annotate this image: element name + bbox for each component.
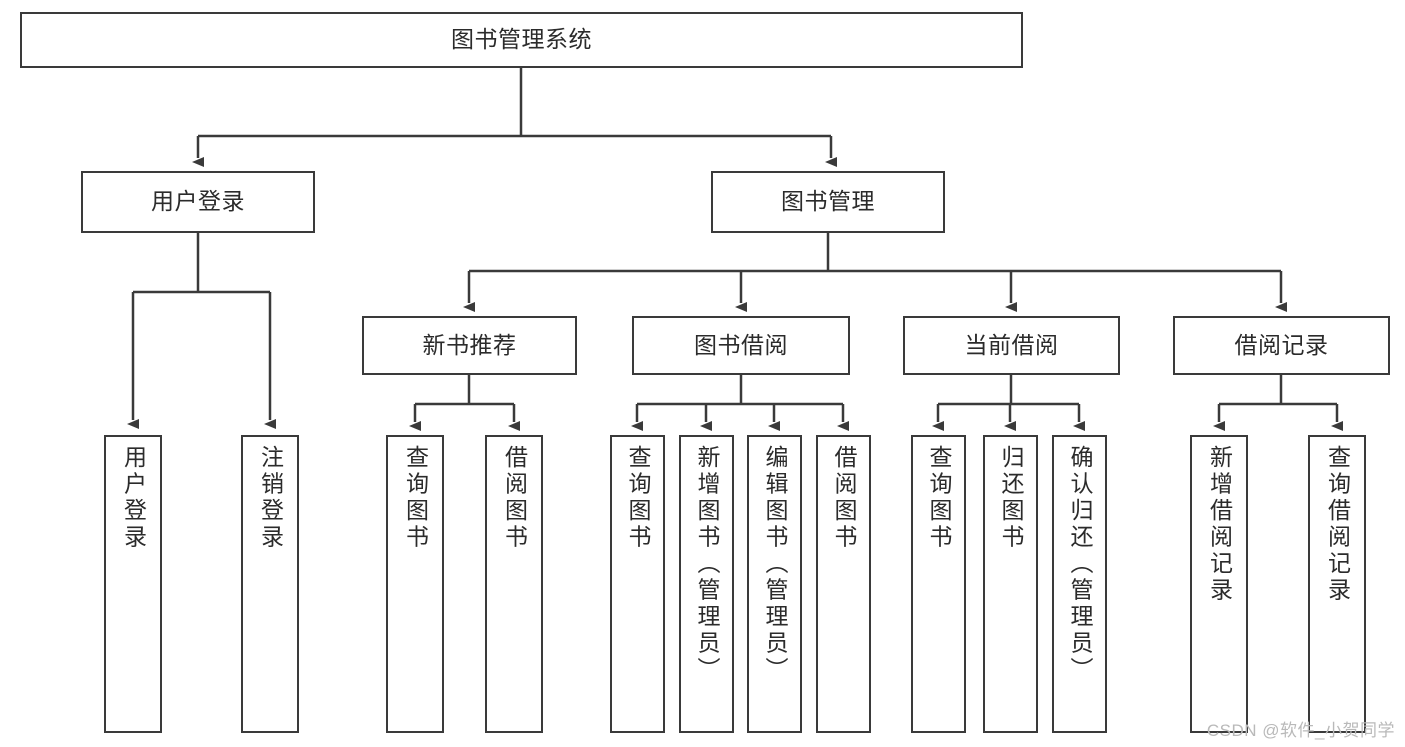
leaf-query-book-recommend[interactable]: 查询图书 [386, 435, 444, 733]
watermark: CSDN @软件_小贺同学 [1206, 721, 1395, 740]
node-label: 查询图书 [625, 445, 651, 551]
leaf-user-login[interactable]: 用户登录 [104, 435, 162, 733]
node-level2-user-login[interactable]: 用户登录 [81, 171, 315, 233]
node-label: 新书推荐 [422, 331, 517, 358]
leaf-query-book-borrow[interactable]: 查询图书 [610, 435, 665, 733]
node-label: 查询借阅记录 [1324, 445, 1351, 604]
node-label: 借阅图书 [501, 445, 528, 551]
node-label: 新增借阅记录 [1206, 445, 1233, 604]
node-level3-book-borrow[interactable]: 图书借阅 [632, 316, 850, 375]
leaf-logout[interactable]: 注销登录 [241, 435, 299, 733]
node-label: 当前借阅 [964, 331, 1059, 358]
node-level2-book-management[interactable]: 图书管理 [711, 171, 945, 233]
node-level3-new-book-recommend[interactable]: 新书推荐 [362, 316, 577, 375]
node-label: 查询图书 [926, 445, 952, 551]
node-label: 确认归还（管理员） [1067, 445, 1093, 684]
leaf-add-book-admin[interactable]: 新增图书（管理员） [679, 435, 734, 733]
leaf-query-book-current[interactable]: 查询图书 [911, 435, 966, 733]
node-level3-current-borrow[interactable]: 当前借阅 [903, 316, 1120, 375]
leaf-borrow-book-recommend[interactable]: 借阅图书 [485, 435, 543, 733]
node-label: 用户登录 [120, 445, 147, 551]
node-label: 用户登录 [151, 188, 245, 215]
node-label: 归还图书 [998, 445, 1024, 551]
node-label: 图书借阅 [694, 331, 788, 358]
leaf-add-borrow-record[interactable]: 新增借阅记录 [1190, 435, 1248, 733]
node-label: 借阅记录 [1234, 331, 1329, 358]
node-label: 查询图书 [402, 445, 429, 551]
node-label: 借阅图书 [831, 445, 857, 551]
node-label: 注销登录 [257, 445, 284, 551]
leaf-return-book[interactable]: 归还图书 [983, 435, 1038, 733]
node-root[interactable]: 图书管理系统 [20, 12, 1023, 68]
node-label: 图书管理 [781, 188, 875, 215]
leaf-edit-book-admin[interactable]: 编辑图书（管理员） [747, 435, 802, 733]
node-label: 新增图书（管理员） [694, 445, 720, 684]
node-level3-borrow-record[interactable]: 借阅记录 [1173, 316, 1390, 375]
leaf-confirm-return-admin[interactable]: 确认归还（管理员） [1052, 435, 1107, 733]
leaf-borrow-book[interactable]: 借阅图书 [816, 435, 871, 733]
node-label: 图书管理系统 [451, 26, 592, 53]
node-label: 编辑图书（管理员） [762, 445, 788, 684]
leaf-query-borrow-record[interactable]: 查询借阅记录 [1308, 435, 1366, 733]
